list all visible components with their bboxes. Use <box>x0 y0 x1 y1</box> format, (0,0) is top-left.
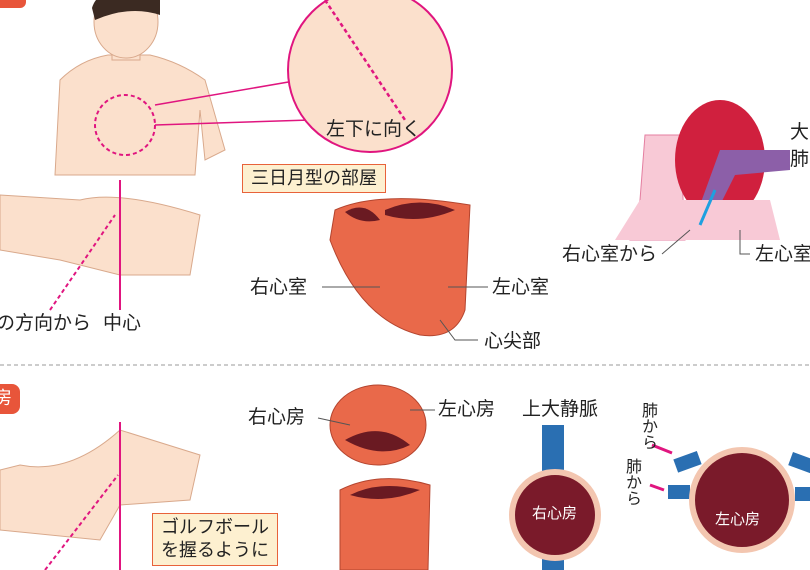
left-ventricle-cut-label: 左心室 <box>755 243 810 265</box>
hands-bottom <box>0 422 201 570</box>
zoom-caption: 左下に向く <box>326 118 422 140</box>
svc-label: 上大静脈 <box>522 398 599 420</box>
right-atrium-circle <box>509 425 601 570</box>
left-ventricle-label: 左心室 <box>492 276 550 298</box>
apex-label: 心尖部 <box>484 330 542 352</box>
golf-ball-line2: を握るように <box>161 540 269 562</box>
hands-top <box>0 180 201 311</box>
center-label: 中心 <box>103 312 142 334</box>
right-atrium-label: 右心房 <box>248 406 306 428</box>
crescent-label: 三日月型の部屋 <box>242 164 386 194</box>
great-vessels-illustration <box>615 100 790 241</box>
section-badge-top <box>0 0 26 8</box>
golf-ball-note: ゴルフボール を握るように <box>152 513 278 566</box>
from-lung-label-2: 肺から <box>623 458 642 506</box>
leader-lines <box>317 229 750 426</box>
left-atrium-circle <box>649 443 810 553</box>
zoom-circle <box>287 0 453 153</box>
section-badge-atrium: 房 <box>0 384 20 414</box>
from-lung-label-1: 肺から <box>639 402 658 450</box>
left-atrium-inner-label: 左心房 <box>715 510 761 528</box>
golf-ball-line1: ゴルフボール <box>161 517 269 538</box>
right-atrium-inner-label: 右心房 <box>532 504 578 522</box>
left-atrium-label: 左心房 <box>438 398 496 420</box>
ventricle-illustration <box>329 198 471 337</box>
from-right-ventricle-label: 右心室から <box>562 243 658 265</box>
aorta-label: 大 <box>790 121 810 143</box>
direction-label: の方向から <box>0 312 92 334</box>
man-figure <box>54 0 311 176</box>
atria-illustration <box>329 384 431 570</box>
pulmonary-label: 肺 <box>790 148 810 170</box>
right-ventricle-label: 右心室 <box>250 276 308 298</box>
